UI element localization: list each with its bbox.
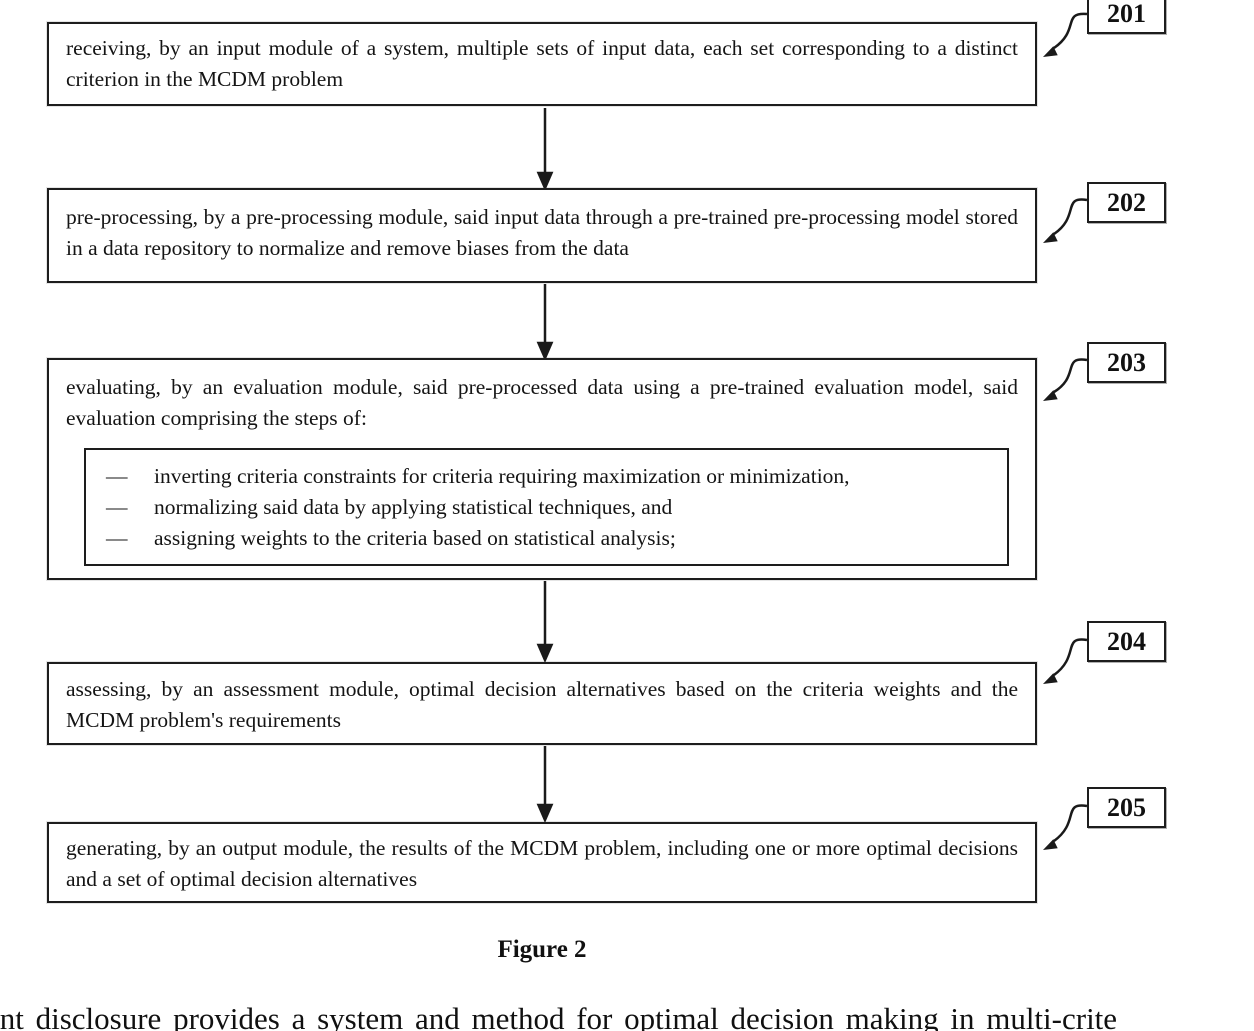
flowchart-step-204: assessing, by an assessment module, opti… (47, 662, 1037, 745)
substep-text: assigning weights to the criteria based … (154, 526, 676, 550)
truncated-body-text: ent disclosure provides a system and met… (0, 1001, 1118, 1031)
figure-caption: Figure 2 (497, 936, 587, 963)
substep-text: normalizing said data by applying statis… (154, 495, 673, 519)
leader-205 (1053, 804, 1088, 843)
dash-bullet-icon: — (106, 464, 128, 488)
flowchart-step-201: receiving, by an input module of a syste… (47, 22, 1037, 106)
arrowhead-icon (536, 171, 554, 192)
substep-item: — assigning weights to the criteria base… (86, 523, 1007, 554)
substeps-box: — inverting criteria constraints for cri… (84, 448, 1009, 566)
step-204-text: assessing, by an assessment module, opti… (66, 677, 1018, 732)
leader-202 (1053, 198, 1088, 236)
dash-bullet-icon: — (106, 526, 128, 550)
arrowhead-icon (536, 341, 554, 362)
substep-item: — inverting criteria constraints for cri… (86, 461, 1007, 492)
arrowhead-icon (1043, 839, 1058, 850)
leader-204 (1053, 638, 1088, 677)
flowchart-step-203: evaluating, by an evaluation module, sai… (47, 358, 1037, 580)
ref-label-202: 202 (1087, 182, 1166, 223)
flowchart-step-202: pre-processing, by a pre-processing modu… (47, 188, 1037, 283)
flowchart-step-205: generating, by an output module, the res… (47, 822, 1037, 903)
arrowhead-icon (1043, 232, 1058, 243)
dash-bullet-icon: — (106, 495, 128, 519)
arrowhead-icon (1043, 46, 1058, 57)
step-201-text: receiving, by an input module of a syste… (66, 36, 1018, 91)
leader-201 (1053, 12, 1088, 50)
ref-label-203: 203 (1087, 342, 1166, 383)
ref-label-201: 201 (1087, 0, 1166, 34)
ref-label-204: 204 (1087, 621, 1166, 662)
arrowhead-icon (1043, 390, 1058, 401)
substep-text: inverting criteria constraints for crite… (154, 464, 850, 488)
arrowhead-icon (1043, 673, 1058, 684)
leader-lines (1043, 12, 1088, 850)
step-203-text: evaluating, by an evaluation module, sai… (66, 375, 1018, 430)
leader-203 (1053, 358, 1088, 394)
step-202-text: pre-processing, by a pre-processing modu… (66, 205, 1018, 260)
ref-label-205: 205 (1087, 787, 1166, 828)
arrowhead-icon (536, 643, 554, 664)
arrowhead-icon (536, 803, 554, 824)
substep-item: — normalizing said data by applying stat… (86, 492, 1007, 523)
step-205-text: generating, by an output module, the res… (66, 836, 1018, 891)
